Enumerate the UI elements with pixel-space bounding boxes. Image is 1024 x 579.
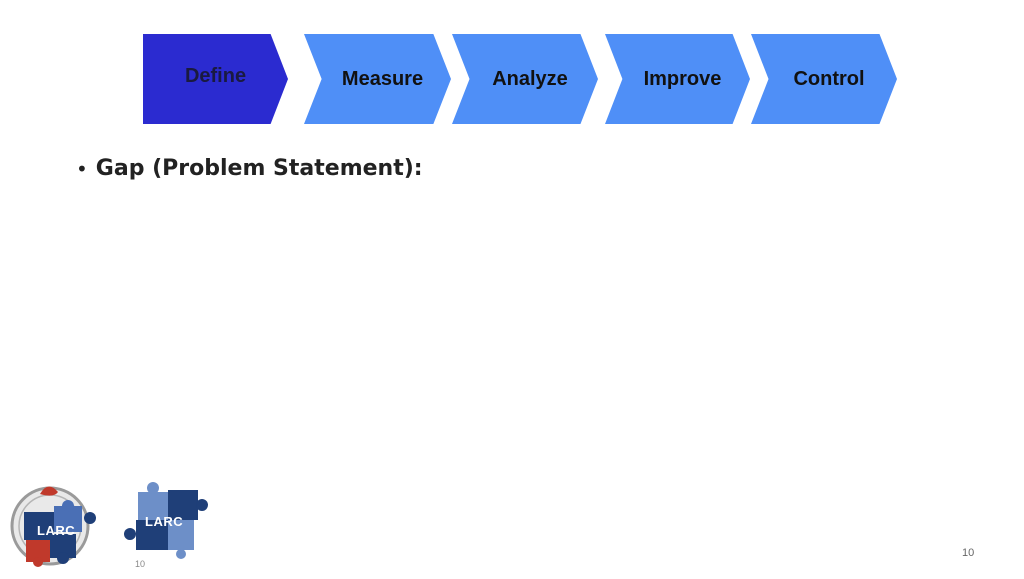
step-analyze: Analyze xyxy=(452,34,598,124)
puzzle-icon xyxy=(124,482,208,559)
logo-2-text: LARC xyxy=(145,514,184,529)
step-improve: Improve xyxy=(605,34,750,124)
seal-puzzle-icon xyxy=(10,486,96,567)
larc-puzzle-logo: LARC xyxy=(118,478,210,560)
logo-1-text: LARC xyxy=(37,523,76,538)
step-define-label: Define xyxy=(184,64,247,87)
page-number: 10 xyxy=(962,547,975,559)
step-measure-label: Measure xyxy=(341,67,424,90)
step-control-label: Control xyxy=(793,67,865,90)
bullet-dot-icon: • xyxy=(76,156,88,181)
dmaic-process-bar: Define Measure Analyze Improve Control xyxy=(0,0,1024,130)
step-control: Control xyxy=(751,34,897,124)
step-define: Define xyxy=(143,34,288,124)
bullet-item: • Gap (Problem Statement): xyxy=(76,156,423,181)
step-improve-label: Improve xyxy=(643,67,722,90)
gap-problem-statement-heading: Gap (Problem Statement): xyxy=(95,156,423,181)
step-analyze-label: Analyze xyxy=(492,67,568,90)
step-measure: Measure xyxy=(304,34,451,124)
small-slide-number: 10 xyxy=(135,559,146,569)
larc-seal-logo: LARC xyxy=(10,478,102,574)
